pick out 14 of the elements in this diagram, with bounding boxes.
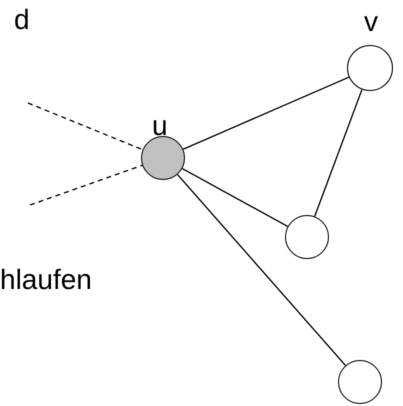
node-label: u bbox=[152, 112, 168, 140]
edge-line bbox=[314, 89, 363, 217]
text-fragment: d bbox=[14, 6, 30, 34]
dashed-line bbox=[30, 164, 142, 206]
circle-node bbox=[347, 45, 393, 91]
circle-node bbox=[338, 360, 382, 404]
edge-line bbox=[182, 168, 288, 227]
text-fragment: hlaufen bbox=[0, 266, 92, 294]
edge-line bbox=[182, 76, 350, 150]
circle-node bbox=[141, 136, 185, 180]
circle-node bbox=[285, 215, 329, 259]
edge-line bbox=[177, 174, 346, 366]
dashed-line bbox=[28, 102, 143, 150]
node-label: v bbox=[364, 8, 378, 36]
